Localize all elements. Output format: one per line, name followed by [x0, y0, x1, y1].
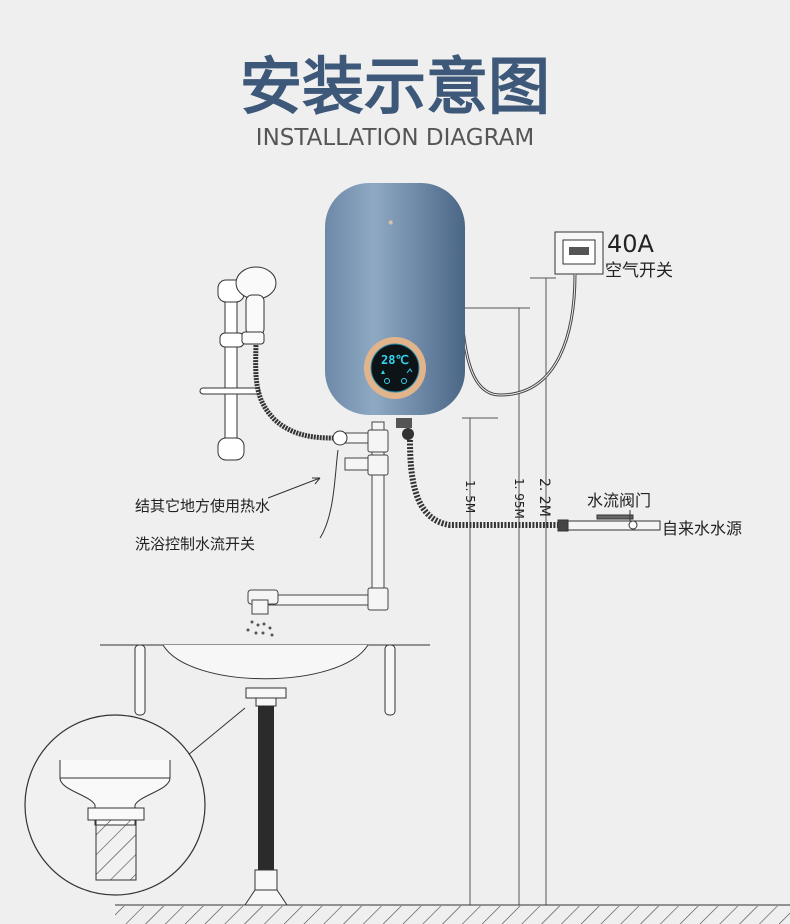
drain-detail	[59, 760, 171, 881]
breaker-rating: 40A	[607, 230, 655, 258]
cold-water-hose	[407, 439, 560, 528]
height-label-1-95m: 1. 95M	[512, 478, 526, 519]
shower-head	[235, 266, 277, 345]
ground	[115, 904, 790, 924]
breaker-label: 空气开关	[605, 261, 673, 281]
page-subtitle: INSTALLATION DIAGRAM	[256, 125, 534, 151]
water-drop-icon	[381, 370, 385, 374]
temperature-display: 28℃	[381, 353, 409, 367]
water-source-label: 自来水水源	[662, 519, 742, 538]
shower-hose	[253, 344, 336, 441]
brand-logo: ◉	[388, 219, 393, 226]
air-breaker-box	[554, 231, 604, 275]
drain-pipe	[258, 706, 274, 871]
callout-arrow-hot	[267, 477, 321, 499]
shower-valve-knob	[332, 430, 348, 446]
shower-rail	[199, 279, 261, 461]
magnifier-pointer	[181, 707, 246, 761]
water-heater: ◉ 28℃	[325, 183, 465, 440]
water-valve	[557, 514, 661, 532]
water-valve-label: 水流阀门	[587, 491, 651, 510]
page-title: 安装示意图	[240, 50, 550, 123]
hot-water-other-label: 结其它地方使用热水	[135, 497, 270, 515]
faucet-spray	[246, 620, 274, 637]
wash-basin	[100, 644, 430, 716]
down-button-icon[interactable]	[401, 378, 407, 384]
height-label-2-2m: 2. 2M	[536, 478, 552, 517]
shower-mode-icon	[406, 368, 413, 374]
power-button-icon[interactable]	[384, 378, 390, 384]
height-label-1-5m: 1. 5M	[463, 480, 477, 513]
dimension-lines	[460, 277, 556, 905]
callout-arrow-switch	[319, 449, 339, 539]
control-panel: 28℃	[364, 337, 426, 399]
floor-drain	[244, 869, 288, 906]
shower-switch-label: 洗浴控制水流开关	[135, 535, 255, 553]
hot-water-pipe	[247, 421, 389, 615]
